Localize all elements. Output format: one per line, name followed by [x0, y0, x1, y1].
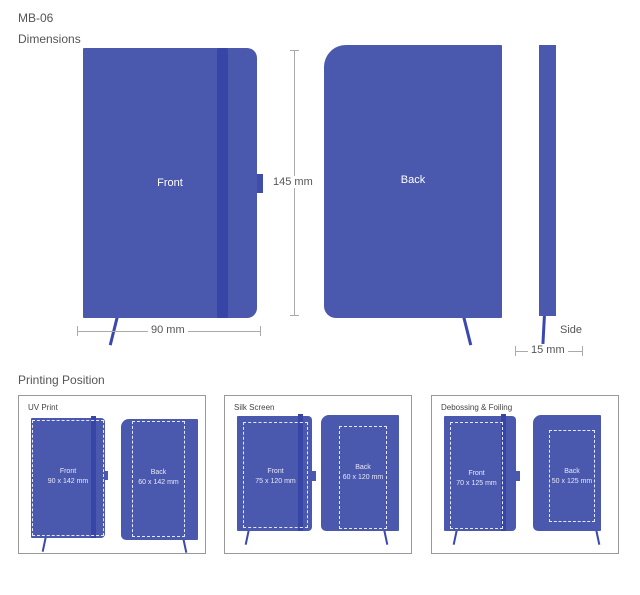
- back-cover: [324, 45, 502, 318]
- front-print-area: Front 75 x 120 mm: [243, 422, 308, 528]
- front-print-size: 90 x 142 mm: [47, 478, 89, 485]
- panel-title: Silk Screen: [234, 403, 275, 412]
- back-print-size: 50 x 125 mm: [551, 478, 593, 485]
- elastic-band: [298, 414, 303, 531]
- ribbon-marker: [452, 528, 458, 545]
- back-print-area: Back 50 x 125 mm: [549, 430, 595, 522]
- side-label: Side: [560, 324, 583, 336]
- pen-loop: [257, 174, 263, 193]
- width-tick-right: [260, 326, 261, 336]
- model-code: MB-06: [18, 11, 54, 25]
- height-label: 145 mm: [270, 176, 316, 188]
- front-label: Front: [157, 177, 183, 189]
- front-print-area: Front 90 x 142 mm: [32, 420, 104, 536]
- back-print-label: Back: [150, 469, 167, 476]
- front-print-area: Front 70 x 125 mm: [450, 422, 503, 529]
- height-tick-bottom: [290, 315, 299, 316]
- ribbon-marker: [595, 528, 601, 545]
- pen-loop: [312, 471, 316, 481]
- back-print-size: 60 x 120 mm: [342, 474, 384, 481]
- side-cover: [539, 45, 556, 316]
- width-label: 90 mm: [148, 324, 188, 336]
- section-title: Dimensions: [18, 32, 81, 46]
- pen-loop: [516, 471, 520, 481]
- ribbon-marker: [244, 528, 250, 545]
- front-cover: [83, 48, 257, 318]
- width-tick-left: [77, 326, 78, 336]
- panel-uv-print: UV Print Front 90 x 142 mm Back 60 x 142…: [18, 395, 206, 554]
- depth-tick-left: [515, 346, 516, 356]
- back-print-label: Back: [355, 464, 371, 471]
- back-label: Back: [400, 174, 426, 186]
- elastic-band: [501, 414, 506, 531]
- front-print-label: Front: [267, 468, 284, 475]
- height-tick-top: [290, 50, 299, 51]
- back-print-area: Back 60 x 120 mm: [339, 426, 387, 529]
- pen-loop: [105, 471, 108, 480]
- back-print-area: Back 60 x 142 mm: [132, 421, 185, 537]
- front-print-size: 75 x 120 mm: [255, 478, 296, 485]
- back-print-size: 60 x 142 mm: [138, 479, 179, 486]
- back-cover: [533, 415, 601, 531]
- back-print-label: Back: [564, 468, 580, 475]
- panel-silk-screen: Silk Screen Front 75 x 120 mm Back 60 x …: [224, 395, 412, 554]
- ribbon-marker: [541, 313, 546, 345]
- depth-tick-right: [582, 346, 583, 356]
- depth-label: 15 mm: [528, 344, 568, 356]
- front-print-label: Front: [59, 468, 77, 475]
- ribbon-marker: [383, 528, 389, 545]
- ribbon-marker: [41, 535, 47, 552]
- front-print-size: 70 x 125 mm: [456, 480, 497, 487]
- elastic-band: [91, 416, 96, 538]
- panel-debossing-foiling: Debossing & Foiling Front 70 x 125 mm Ba…: [431, 395, 619, 554]
- panel-title: UV Print: [28, 403, 58, 412]
- elastic-band: [217, 48, 228, 318]
- printing-title: Printing Position: [18, 373, 105, 387]
- back-cover: [121, 419, 198, 540]
- ribbon-marker: [462, 315, 473, 346]
- panel-title: Debossing & Foiling: [441, 403, 513, 412]
- front-print-label: Front: [468, 470, 485, 477]
